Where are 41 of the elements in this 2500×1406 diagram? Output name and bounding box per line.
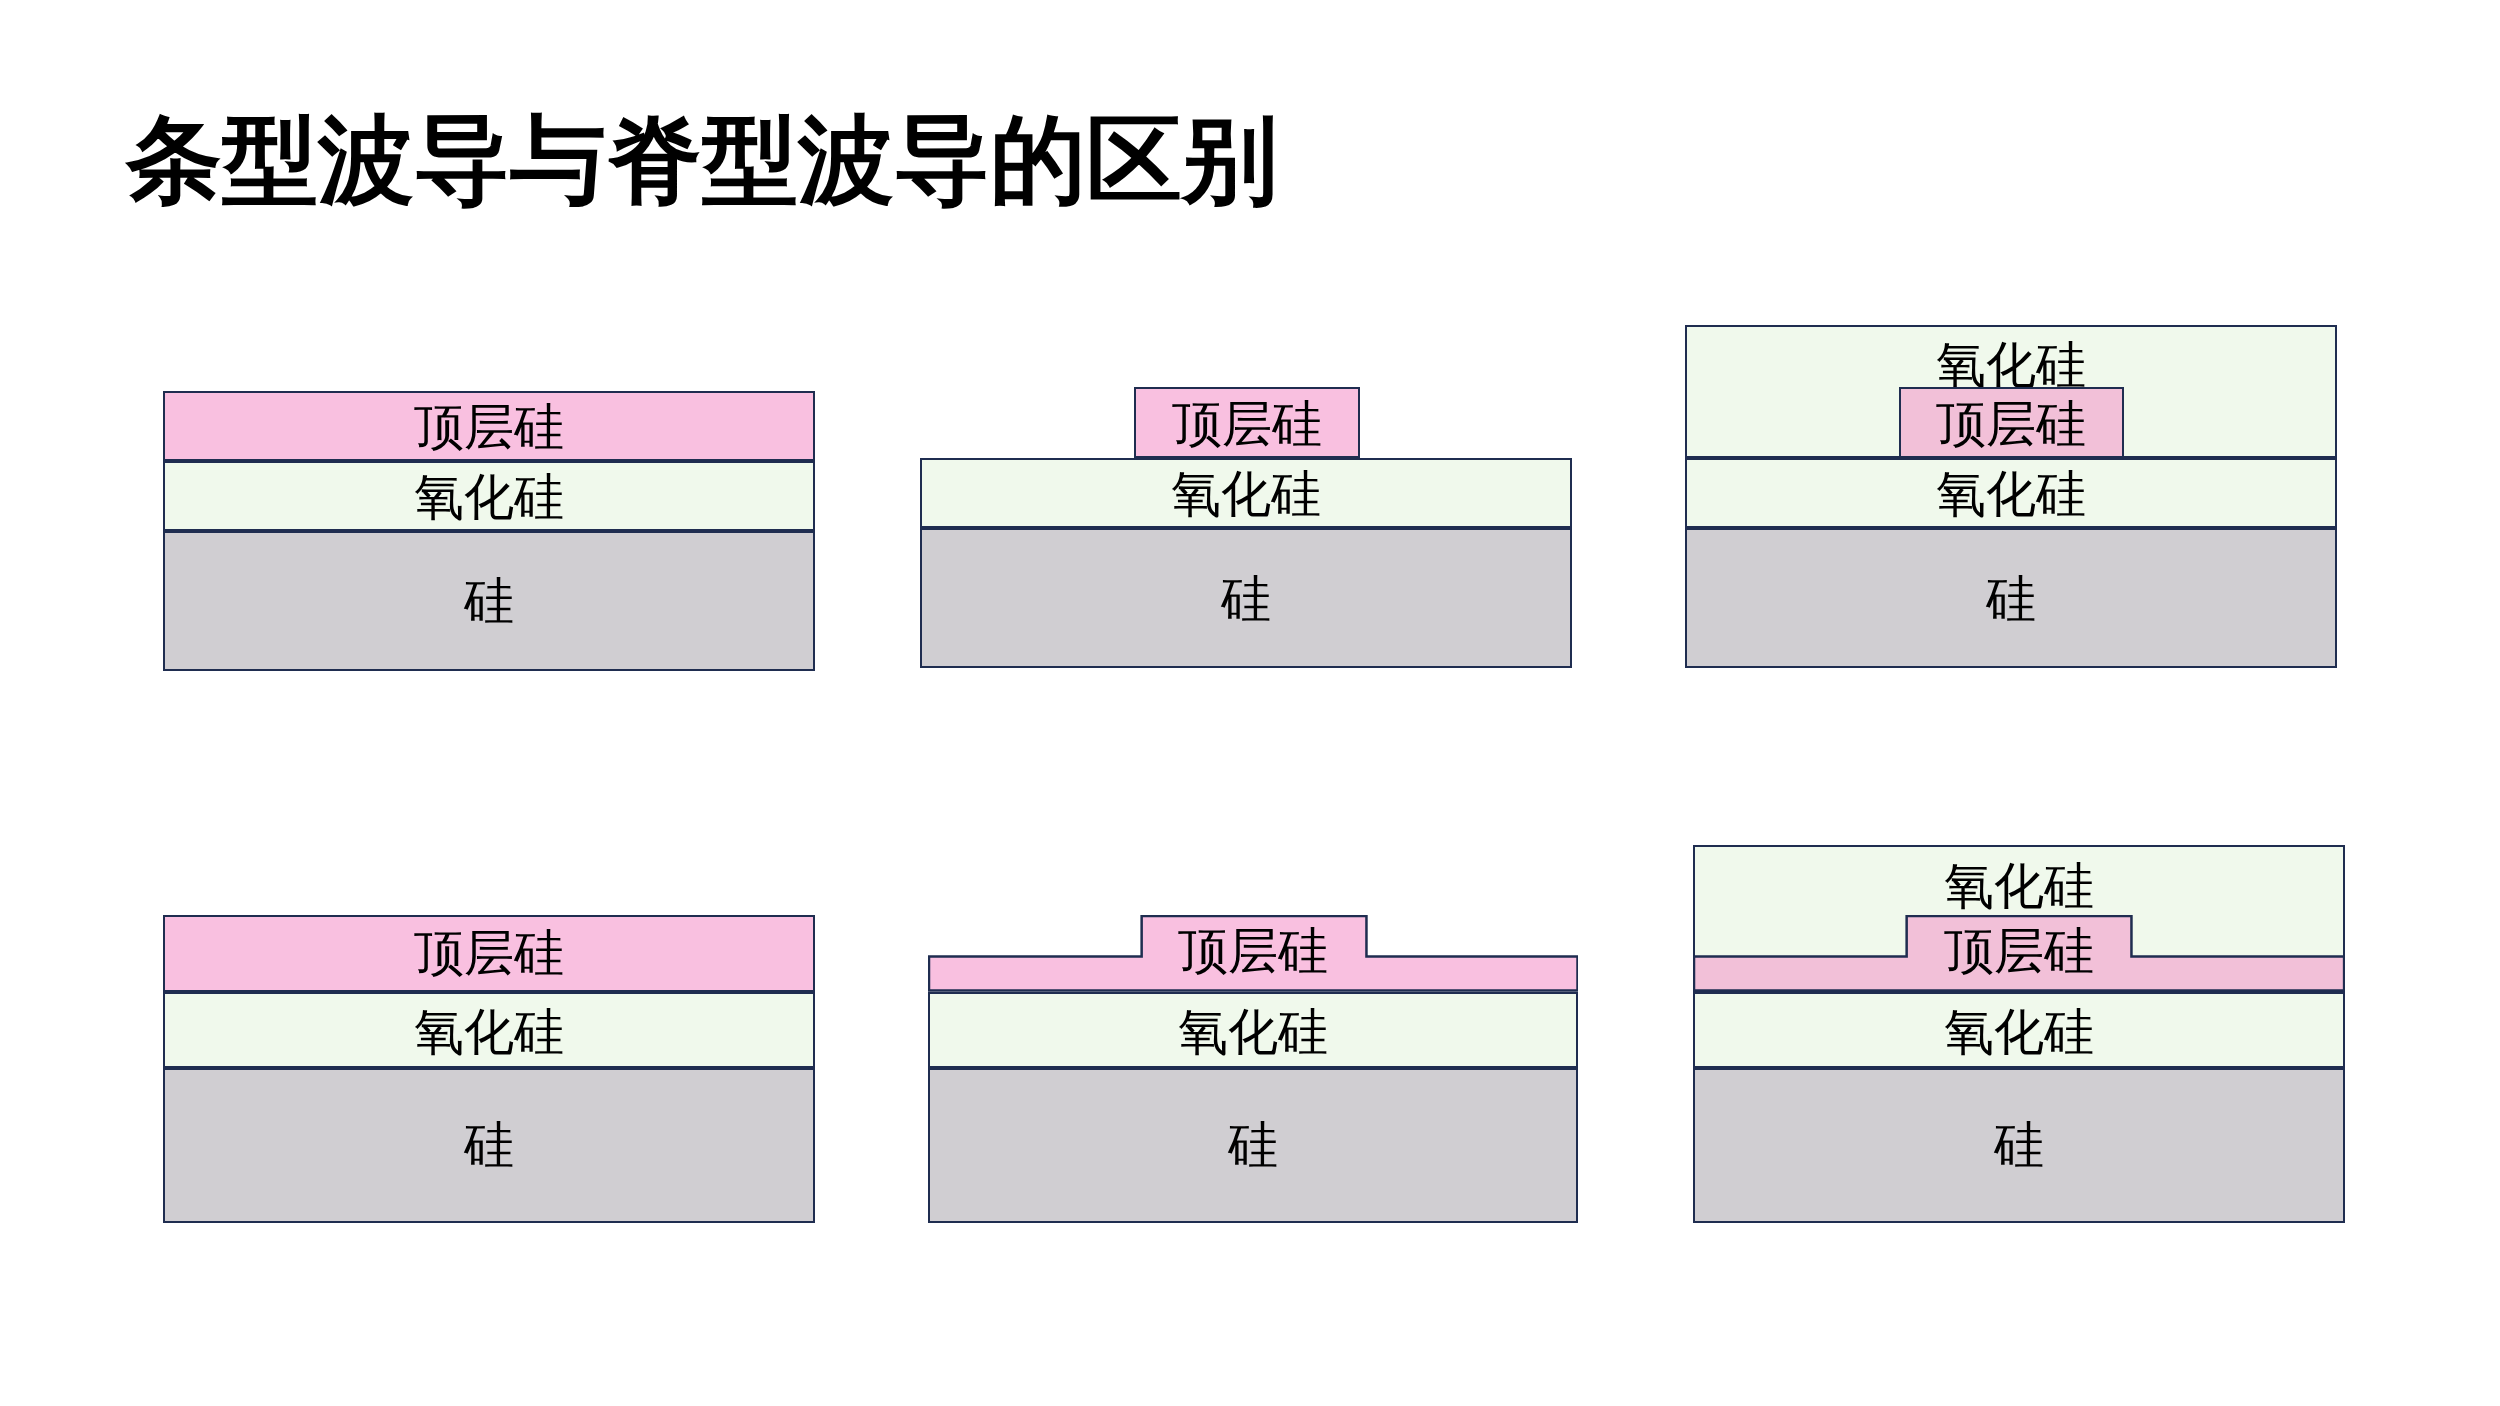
layer-label: 氧化硅 (412, 467, 565, 528)
layer-box (919, 457, 1573, 528)
layer-box (1898, 387, 2124, 458)
layer-box (1693, 991, 2346, 1069)
layer-label: 硅 (1220, 569, 1272, 630)
layer-box (1685, 457, 2338, 528)
layer-label: 顶层硅 (1943, 921, 2096, 982)
layer-box (162, 460, 815, 531)
layer-box (1693, 1068, 2346, 1223)
layer-box (1685, 325, 2338, 458)
layer-label: 顶层硅 (412, 397, 565, 458)
title: 条型波导与脊型波导的区别 (126, 103, 1278, 218)
layer-label: 氧化硅 (1943, 1001, 2096, 1062)
layer-label: 顶层硅 (412, 923, 565, 984)
layer-label: 氧化硅 (1935, 335, 2088, 396)
layer-box (927, 991, 1579, 1069)
layer-box (1685, 527, 2338, 669)
layer-box (927, 1068, 1579, 1223)
layer-box (162, 530, 815, 672)
ridge-layer (927, 915, 1579, 992)
layer-label: 氧化硅 (1177, 1001, 1330, 1062)
layer-label: 硅 (1985, 569, 2038, 630)
layer-box (162, 915, 815, 992)
layer-label: 硅 (1227, 1114, 1280, 1175)
layer-label: 氧化硅 (412, 1001, 565, 1062)
layer-box (162, 991, 815, 1069)
layer-box (162, 1068, 815, 1223)
layer-box (162, 390, 815, 461)
layer-label: 顶层硅 (1177, 921, 1330, 982)
layer-label: 氧化硅 (1935, 464, 2088, 525)
layer-label: 氧化硅 (1943, 856, 2096, 917)
layer-box (1133, 387, 1360, 458)
ridge-layer (1693, 915, 2346, 992)
layer-label: 顶层硅 (1170, 394, 1323, 455)
layer-box (919, 527, 1573, 669)
layer-label: 顶层硅 (1935, 394, 2088, 455)
layer-label: 硅 (462, 571, 515, 632)
layer-label: 硅 (1993, 1114, 2046, 1175)
layer-label: 氧化硅 (1170, 464, 1322, 525)
layer-box (1693, 845, 2346, 992)
layer-label: 硅 (462, 1114, 515, 1175)
